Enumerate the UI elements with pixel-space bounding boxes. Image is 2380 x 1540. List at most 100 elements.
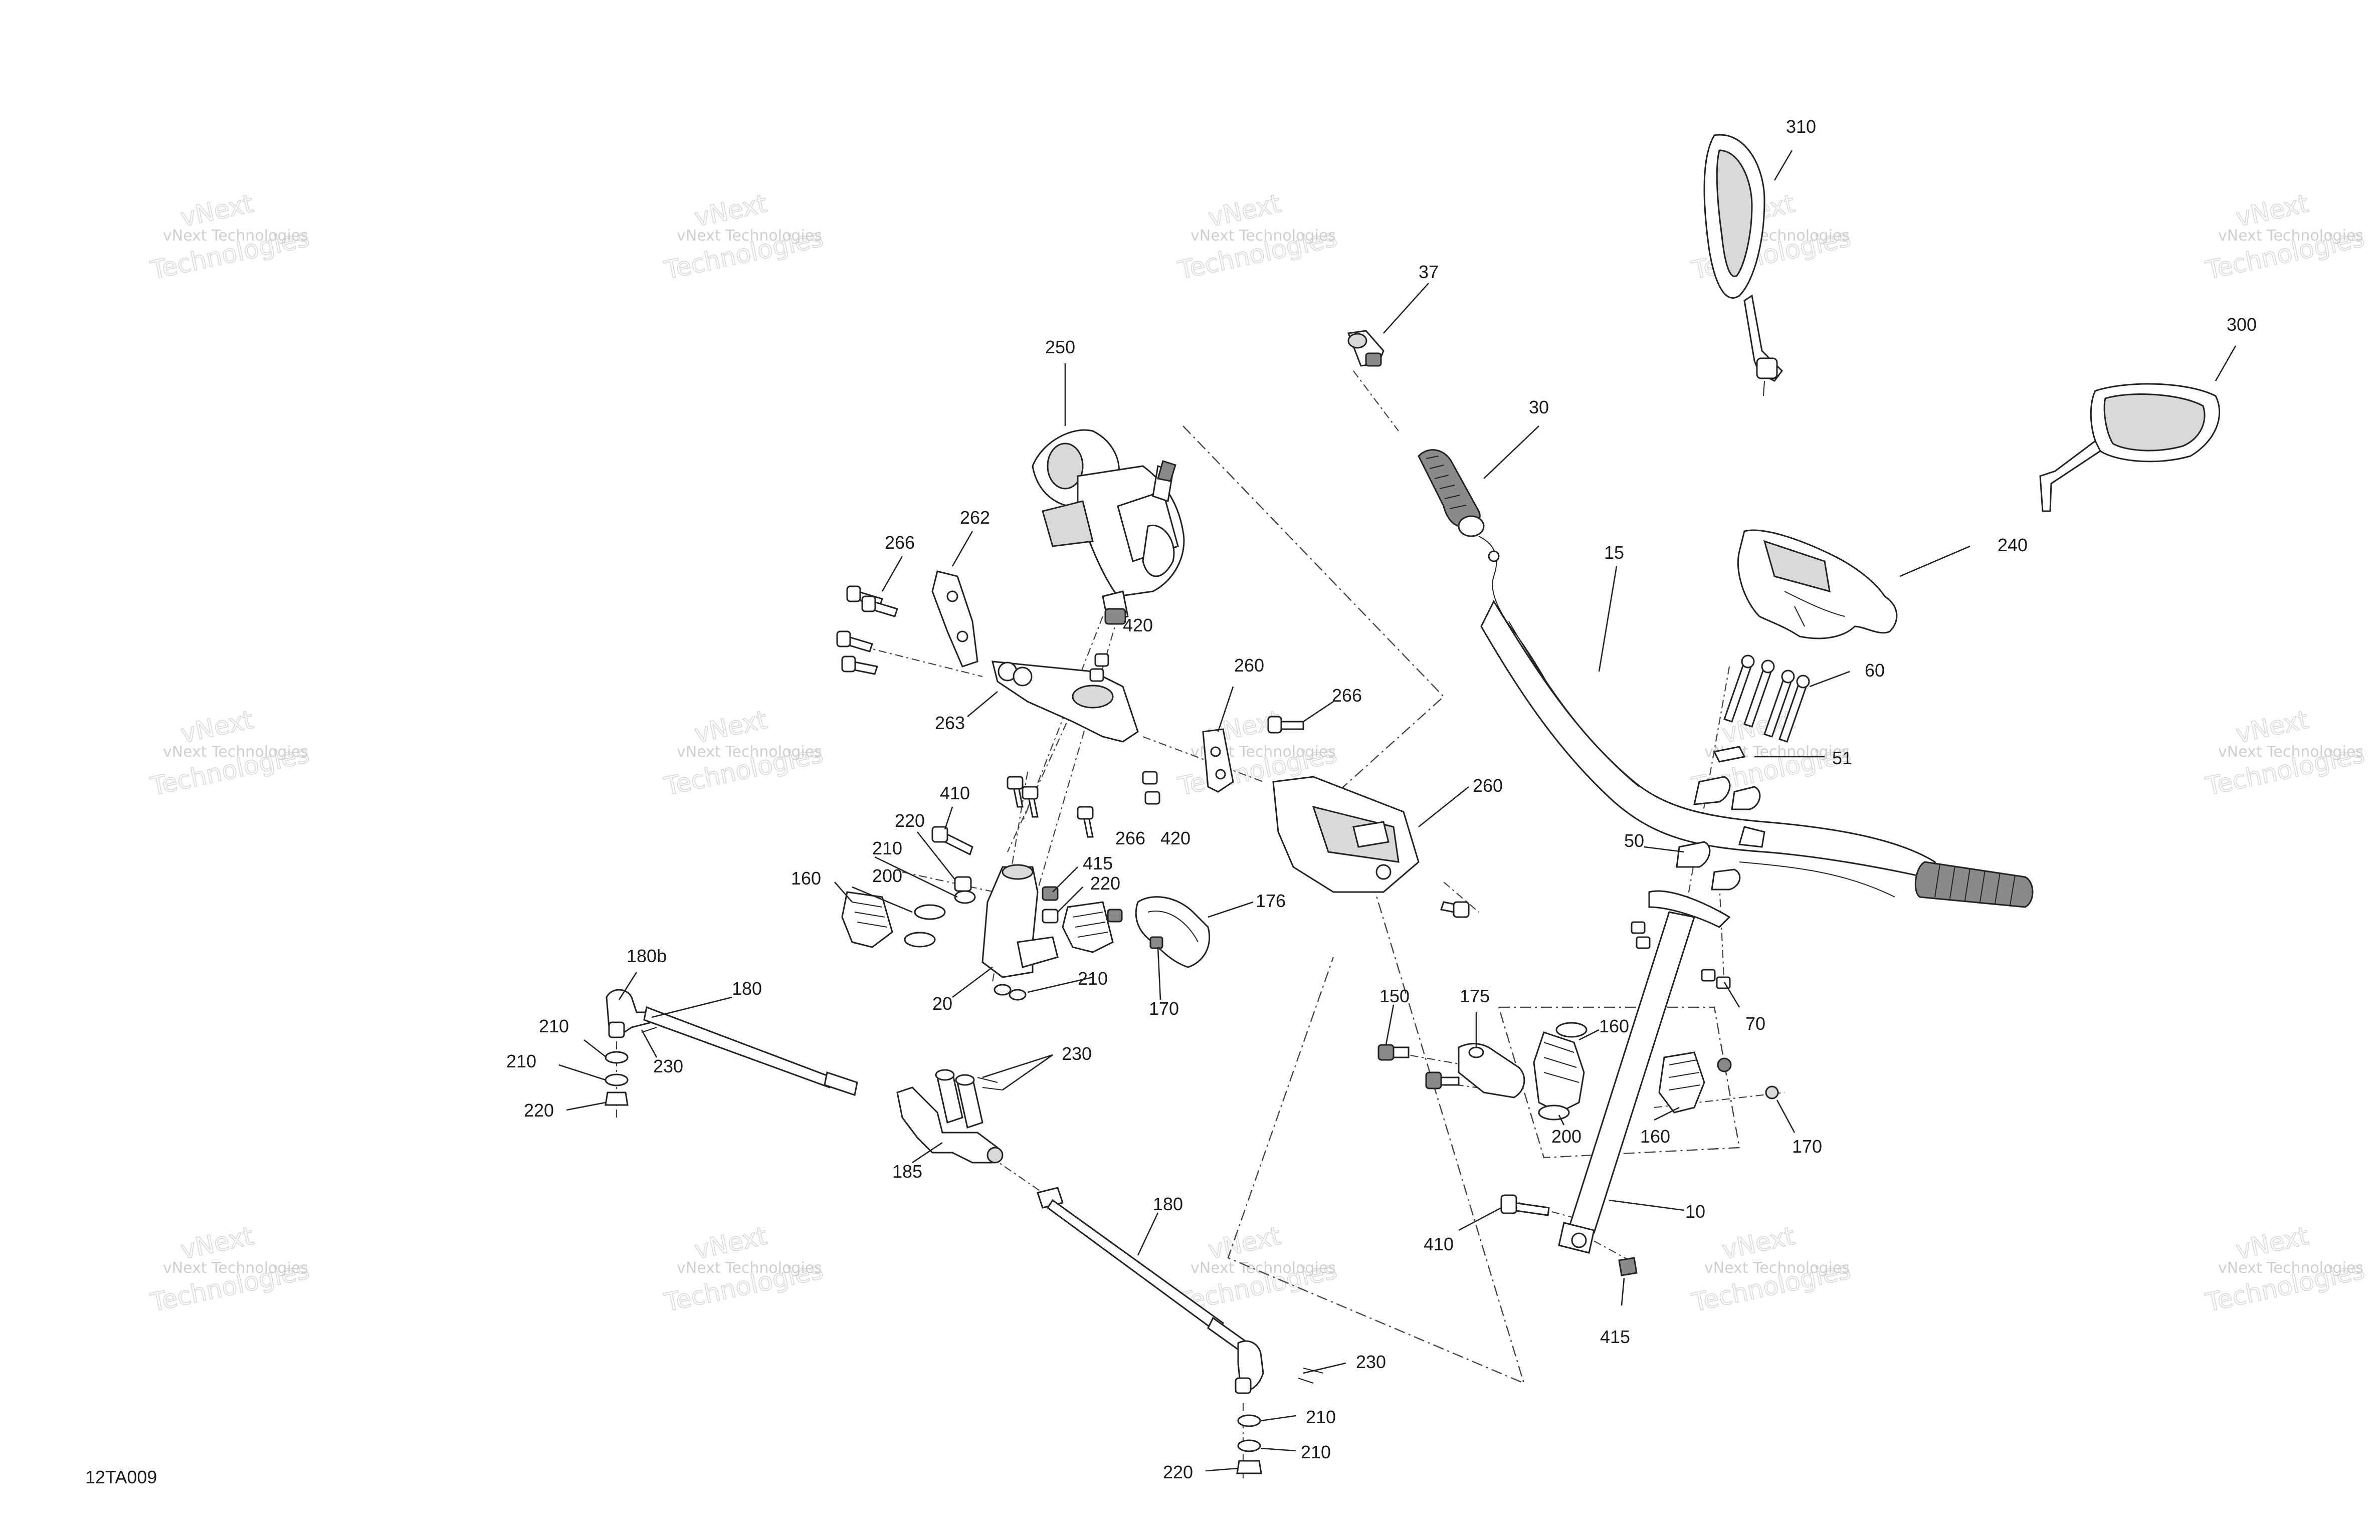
left-grip-30 [1418,449,1549,687]
callout-420: 420 [1160,828,1191,848]
callout-410: 410 [940,783,970,803]
callout-230: 230 [1062,1043,1092,1064]
center-link-185 [896,1069,1004,1164]
callout-260: 260 [1234,655,1264,676]
bolts-60 [1723,654,1810,743]
callout-30: 30 [1529,397,1549,417]
callout-70: 70 [1745,1013,1765,1034]
watermark-line-2a: vNext [1206,1221,1283,1265]
callout-20: 20 [932,993,952,1014]
steering-column-10 [1558,890,1731,1254]
handlebar-cover-240 [1737,529,1898,639]
callout-180: 180 [732,978,762,999]
clamp-175-cluster [1377,1022,1779,1121]
mount-263 [991,661,1139,743]
callout-175: 175 [1460,986,1490,1006]
watermark-line-1: vNext Technologies [1704,1259,1850,1277]
figure-code: 12TA009 [85,1467,157,1487]
bolt-410-nut-415 [1500,1194,1638,1276]
callout-210: 210 [1078,968,1108,989]
callout-210: 210 [506,1051,536,1071]
callout-160: 160 [791,868,821,889]
callout-labels: 310 300 37 30 250 262 266 420 260 266 26… [506,116,2257,1482]
callout-10: 10 [1685,1201,1705,1222]
bracket-260-lower [1272,776,1420,893]
callout-160: 160 [1640,1126,1670,1147]
callout-230: 230 [1356,1352,1386,1372]
callout-262: 262 [960,507,990,528]
callout-240: 240 [1998,535,2028,555]
watermark-line-2a: vNext [178,189,256,233]
callout-420: 420 [1123,615,1153,635]
callout-230: 230 [653,1056,683,1076]
watermark-line-1: vNext Technologies [2218,1259,2363,1277]
right-mirror-300 [2039,383,2221,512]
callout-150: 150 [1379,986,1410,1006]
bolts-266-left [836,585,898,675]
watermark-line-2a: vNext [178,705,256,749]
callout-220: 220 [895,810,925,831]
nuts-420-lower [1142,771,1160,805]
callout-415: 415 [1600,1327,1630,1347]
callout-60: 60 [1865,660,1885,681]
callout-210: 210 [539,1016,569,1036]
callout-200: 200 [872,865,902,886]
callout-185: 185 [892,1161,922,1182]
watermark-line-2a: vNext [1719,1221,1797,1265]
callout-210: 210 [1306,1407,1336,1427]
watermark-line-1: vNext Technologies [163,743,308,761]
callout-410: 410 [1424,1234,1454,1254]
callout-415: 415 [1083,853,1113,873]
callout-160: 160 [1599,1016,1629,1036]
bracket-262 [931,570,978,668]
steering-motor-250 [1032,429,1185,625]
watermark-line-1: vNext Technologies [163,1259,308,1277]
watermark-line-1: vNext Technologies [1191,227,1336,245]
callout-180b: 180b [627,946,667,966]
callout-266: 266 [1115,828,1145,848]
callout-220: 220 [524,1100,554,1121]
callout-50: 50 [1624,830,1644,851]
bolts-266-lower [1007,776,1470,918]
watermark-line-2a: vNext [2233,1221,2311,1265]
watermark-line-1: vNext Technologies [677,743,822,761]
watermark-line-1: vNext Technologies [2218,743,2363,761]
callout-210: 210 [872,838,902,858]
watermark-line-2a: vNext [692,705,769,749]
watermark-line-1: vNext Technologies [2218,227,2363,245]
watermark-line-2a: vNext [692,1221,769,1265]
watermark-line-2a: vNext [2233,189,2311,233]
watermark-line-2a: vNext [178,1221,256,1265]
callout-266: 266 [1332,685,1362,706]
callout-300: 300 [2227,314,2257,335]
bushing-160-right [1062,901,1123,953]
callout-220: 220 [1163,1462,1193,1482]
leader-lines [558,150,2237,1472]
callout-170: 170 [1149,998,1179,1019]
bar-end-plug-37 [1347,330,1384,367]
clamps-50-51 [1676,746,1761,891]
handlebar-15 [1480,599,2034,908]
bushing-160-left [841,891,946,948]
callout-51: 51 [1832,748,1852,768]
callout-180: 180 [1153,1194,1183,1214]
watermark-line-2a: vNext [1206,189,1283,233]
tie-rod-lower-180 [1037,1187,1324,1474]
watermark-line-1: vNext Technologies [677,227,822,245]
callout-220: 220 [1090,873,1120,894]
watermark-line-1: vNext Technologies [163,227,308,245]
callout-310: 310 [1786,116,1816,137]
